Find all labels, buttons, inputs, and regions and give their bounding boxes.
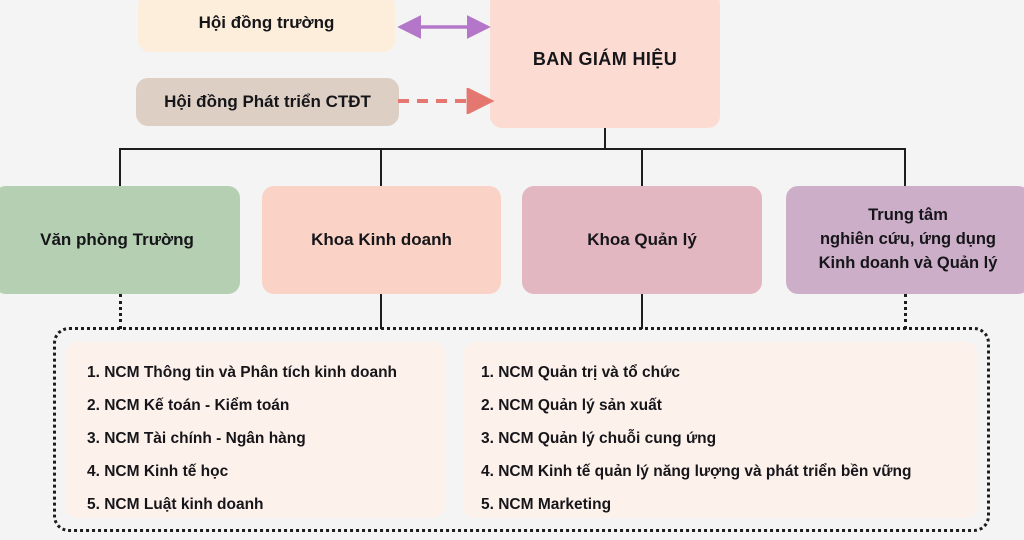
list-item: 1. NCM Quản trị và tổ chức <box>481 363 680 381</box>
connector-drop-van-phong <box>119 148 121 188</box>
node-khoa-kinh-doanh-label: Khoa Kinh doanh <box>311 230 452 250</box>
node-van-phong-truong[interactable]: Văn phòng Trường <box>0 186 240 294</box>
node-khoa-kinh-doanh[interactable]: Khoa Kinh doanh <box>262 186 501 294</box>
node-ban-giam-hieu[interactable]: BAN GIÁM HIỆU <box>490 0 720 128</box>
connector-khoa-quan-ly-to-ncm <box>641 294 643 329</box>
list-item: 4. NCM Kinh tế học <box>87 462 229 480</box>
node-trung-tam-label-line1: Trung tâm <box>868 206 948 225</box>
ncm-list-quan-ly: 1. NCM Quản trị và tổ chức 2. NCM Quản l… <box>463 356 978 521</box>
node-hoi-dong-phat-trien-ctdt[interactable]: Hội đồng Phát triển CTĐT <box>136 78 399 126</box>
list-item: 1. NCM Thông tin và Phân tích kinh doanh <box>87 363 397 381</box>
node-hoi-dong-phat-trien-ctdt-label: Hội đồng Phát triển CTĐT <box>164 92 371 112</box>
node-trung-tam-label-line2: nghiên cứu, ứng dụng <box>819 230 997 249</box>
list-item: 4. NCM Kinh tế quản lý năng lượng và phá… <box>481 462 912 480</box>
node-ban-giam-hieu-label: BAN GIÁM HIỆU <box>532 49 678 70</box>
list-item: 5. NCM Marketing <box>481 495 612 513</box>
node-trung-tam-label-line3: Kinh doanh và Quản lý <box>818 253 998 272</box>
list-item: 2. NCM Kế toán - Kiểm toán <box>87 396 290 414</box>
connector-ban-giam-hieu-stem <box>604 128 606 150</box>
list-item: 2. NCM Quản lý sản xuất <box>481 396 662 414</box>
ncm-panel-quan-ly: 1. NCM Quản trị và tổ chức 2. NCM Quản l… <box>463 342 978 518</box>
node-trung-tam[interactable]: Trung tâm nghiên cứu, ứng dụng Kinh doan… <box>786 186 1024 294</box>
list-item: 3. NCM Quản lý chuỗi cung ứng <box>481 429 717 447</box>
connector-drop-khoa-quan-ly <box>641 148 643 188</box>
connector-khoa-kinh-doanh-to-ncm <box>380 294 382 329</box>
connector-drop-trung-tam <box>904 148 906 188</box>
node-khoa-quan-ly[interactable]: Khoa Quản lý <box>522 186 762 294</box>
node-hoi-dong-truong[interactable]: Hội đồng trường <box>138 0 395 52</box>
connector-dotted-van-phong-to-ncm <box>119 294 122 329</box>
connector-dotted-trung-tam-to-ncm <box>904 294 907 329</box>
ncm-panel-kinh-doanh: 1. NCM Thông tin và Phân tích kinh doanh… <box>65 342 445 518</box>
node-trung-tam-label-block: Trung tâm nghiên cứu, ứng dụng Kinh doan… <box>819 204 998 276</box>
double-headed-arrow-icon <box>397 15 491 39</box>
connector-drop-khoa-kinh-doanh <box>380 148 382 188</box>
node-hoi-dong-truong-label: Hội đồng trường <box>198 13 335 33</box>
node-khoa-quan-ly-label: Khoa Quản lý <box>587 230 697 250</box>
list-item: 3. NCM Tài chính - Ngân hàng <box>87 429 306 447</box>
list-item: 5. NCM Luật kinh doanh <box>87 495 264 513</box>
connector-horizontal-bus <box>119 148 906 150</box>
ncm-list-kinh-doanh: 1. NCM Thông tin và Phân tích kinh doanh… <box>65 356 445 521</box>
ncm-dashed-container <box>53 327 990 532</box>
dashed-arrow-icon <box>398 88 495 114</box>
node-van-phong-truong-label: Văn phòng Trường <box>40 230 194 250</box>
